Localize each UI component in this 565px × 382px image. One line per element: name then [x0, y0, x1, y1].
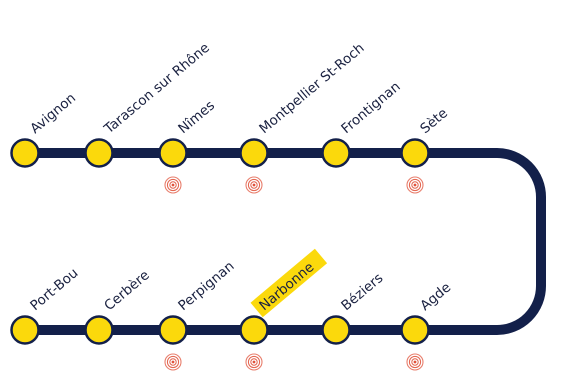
- bottom-row-stations: Port-Bou Cerbère Perpignan Narbonne Béziers A…: [10, 248, 455, 371]
- station-stop[interactable]: [400, 138, 430, 168]
- station-stop[interactable]: [321, 315, 351, 345]
- station-top-row-2[interactable]: Nîmes: [158, 98, 219, 194]
- station-label: Cerbère: [101, 267, 152, 314]
- connection-icon: [245, 353, 263, 371]
- rail-track: [25, 148, 546, 335]
- station-label: Port-Bou: [27, 265, 81, 314]
- connection-icon: [164, 176, 182, 194]
- connection-icon: [406, 353, 424, 371]
- station-bottom-row-5[interactable]: Agde: [400, 280, 455, 371]
- connection-icon: [164, 353, 182, 371]
- connection-icon: [245, 176, 263, 194]
- connection-icon: [406, 176, 424, 194]
- station-stop[interactable]: [158, 315, 188, 345]
- station-stop[interactable]: [10, 138, 40, 168]
- station-label: Sète: [417, 105, 451, 137]
- station-label: Narbonne: [256, 259, 317, 314]
- station-stop[interactable]: [84, 315, 114, 345]
- station-label: Perpignan: [175, 258, 237, 314]
- station-top-row-1[interactable]: Tarascon sur Rhône: [84, 40, 213, 168]
- station-stop[interactable]: [239, 315, 269, 345]
- station-highlight: [250, 248, 328, 318]
- station-label: Agde: [417, 280, 454, 315]
- station-stop[interactable]: [239, 138, 269, 168]
- station-stop[interactable]: [400, 315, 430, 345]
- station-label: Béziers: [338, 270, 386, 314]
- station-label: Avignon: [27, 90, 79, 137]
- station-label: Frontignan: [338, 79, 403, 137]
- station-stop[interactable]: [321, 138, 351, 168]
- track-layer: [25, 148, 546, 335]
- station-stop[interactable]: [158, 138, 188, 168]
- station-bottom-row-3[interactable]: Narbonne: [239, 248, 328, 371]
- station-stop[interactable]: [10, 315, 40, 345]
- station-bottom-row-2[interactable]: Perpignan: [158, 258, 238, 371]
- station-label: Nîmes: [175, 98, 218, 137]
- station-stop[interactable]: [84, 138, 114, 168]
